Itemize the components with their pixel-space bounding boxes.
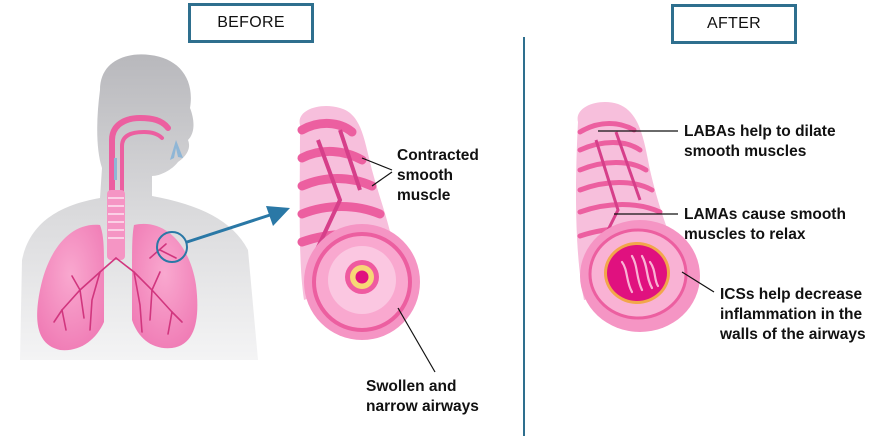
label-line: smooth: [397, 167, 453, 184]
label-line: inflammation in the: [720, 306, 863, 323]
label-line: muscle: [397, 187, 451, 204]
before-heading: BEFORE: [188, 3, 314, 43]
before-leader-lines: [361, 157, 436, 373]
lungs: [37, 223, 198, 351]
label-line: Swollen and: [366, 378, 457, 395]
upper-airway: [109, 114, 171, 203]
narrow-lumen: [345, 260, 379, 294]
before-heading-text: BEFORE: [217, 14, 285, 31]
center-divider: [523, 37, 525, 436]
lama-label: LAMAs cause smooth muscles to relax: [684, 205, 846, 245]
swollen-airways-label: Swollen and narrow airways: [366, 377, 479, 417]
label-line: ICSs help decrease: [720, 286, 863, 303]
label-line: LAMAs cause smooth: [684, 206, 846, 223]
inflamed-lumen: [604, 242, 670, 304]
label-line: Contracted: [397, 147, 479, 164]
zoom-arrow: [186, 206, 290, 244]
laba-label: LABAs help to dilate smooth muscles: [684, 122, 836, 162]
airflow-arrows: [114, 140, 183, 180]
ics-label: ICSs help decrease inflammation in the w…: [720, 285, 866, 345]
before-airway: [297, 105, 420, 340]
after-airway: [576, 102, 700, 332]
contracted-muscle-label: Contracted smooth muscle: [397, 146, 479, 206]
after-heading-text: AFTER: [707, 15, 761, 32]
after-leader-lines: [598, 130, 715, 293]
label-line: muscles to relax: [684, 226, 806, 243]
label-line: smooth muscles: [684, 143, 807, 160]
label-line: walls of the airways: [720, 326, 866, 343]
label-line: LABAs help to dilate: [684, 123, 836, 140]
label-line: narrow airways: [366, 398, 479, 415]
trachea: [107, 190, 125, 260]
after-heading: AFTER: [671, 4, 797, 44]
